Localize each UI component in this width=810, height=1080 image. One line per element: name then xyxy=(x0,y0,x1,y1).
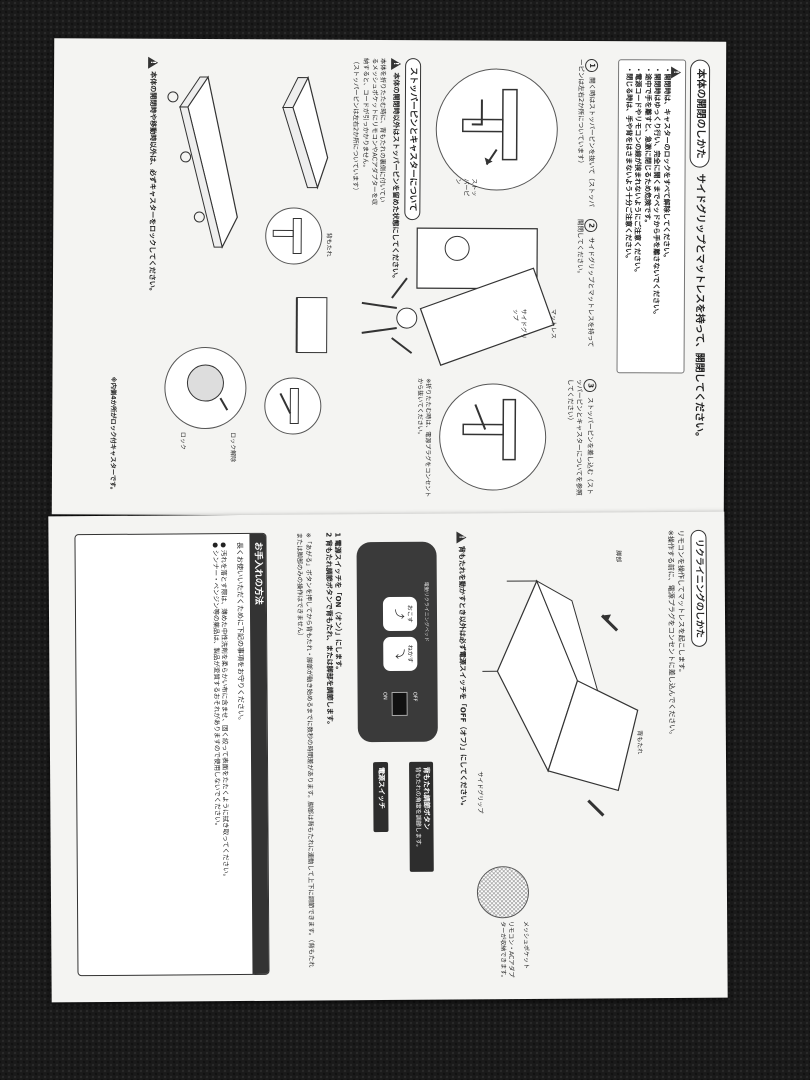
caster-lock-illustration xyxy=(164,346,247,430)
lock-release-label: ロック解除 xyxy=(229,432,237,463)
switch-off-label: OFF xyxy=(411,691,418,702)
stopper-insert-illustration xyxy=(438,383,547,491)
stopper-caster-title: ストッパーピンとキャスターについて xyxy=(404,58,422,221)
mesh-pocket-label: メッシュポケット xyxy=(522,921,530,970)
backrest-label: 背もたれ xyxy=(325,232,333,257)
warning-icon xyxy=(671,66,682,79)
recline-header: リクライニングのしかた xyxy=(690,529,708,647)
warning-icon xyxy=(390,58,401,71)
remote-header: 電動リクライニングベッド xyxy=(422,581,430,642)
step-text: 開く時はストッパーピンを抜いて（ストッパーピンは左右2か所についています） xyxy=(576,58,597,207)
warning-line: ・閉じる時は、手や背をはさまないよう十分ご注意ください。 xyxy=(623,66,633,263)
recline-down-icon: ⤵ xyxy=(393,648,405,659)
caster-warning-row: 本体の開閉時や移動時以外は、必ずキャスターをロックしてください。 xyxy=(145,56,159,497)
step-number: 1 xyxy=(585,59,599,73)
open-close-subtitle: サイドグリップとマットレスを持って、開閉してください。 xyxy=(693,173,706,443)
warning-line: ・開閉時は、キャスターのロックをすべて解除してください。 xyxy=(661,66,671,262)
mesh-pocket-illustration xyxy=(476,866,530,919)
step-1: 1 開く時はストッパーピンを抜いて（ストッパーピンは左右2か所についています） xyxy=(576,59,599,209)
up-button[interactable]: おこす ⤴ xyxy=(382,596,418,632)
step-3: 3 ストッパーピンを差し込む（ストッパーピンとキャスターについてを参照してくださ… xyxy=(565,378,597,499)
stopper-pin-label: ストッパーピン xyxy=(454,178,478,197)
person-opening-bed-illustration xyxy=(357,208,558,369)
power-switch-callout: 電源スイッチ xyxy=(372,761,389,833)
folded-bed-illustration xyxy=(267,67,338,197)
pin-insert-detail-illustration xyxy=(264,377,322,435)
step-text: ストッパーピンを差し込む（ストッパーピンとキャスターについてを参照してください） xyxy=(566,378,595,496)
fold-note: ※折りたたむ時は、電源プラグをコンセントから抜いてください。 xyxy=(416,378,432,498)
care-section: お手入れの方法 長くお使いいただくために下記の事項をお守りください。 ● 汚れを… xyxy=(74,532,270,977)
backrest-button-callout: 背もたれ調節ボタン 背もたれの角度を調節します。 xyxy=(409,761,434,872)
remote-control: 電動リクライニングベッド おこす ⤴ ねかす ⤵ ON OFF xyxy=(356,541,438,743)
mattress-label: マットレス xyxy=(549,308,557,339)
instruction-sheet-bottom: リクライニングのしかた リモコンを操作してマットレスを起こします。 ※操作する前… xyxy=(48,511,728,1003)
side-grip-label-bottom: サイドグリップ xyxy=(476,771,484,814)
recline-title: リクライニングのしかた xyxy=(690,529,708,647)
folded-bed-side-illustration xyxy=(277,287,337,367)
mesh-pocket-note: リモコン・ACアダプターが収納できます。 xyxy=(499,921,515,981)
switch-on-label: ON xyxy=(381,692,388,700)
backrest-label-bottom: 背もたれ xyxy=(635,730,643,755)
stopper-caster-section: ストッパーピンとキャスターについて 本体の開閉時以外はストッパーピンを留めた状態… xyxy=(348,57,422,498)
side-grip-label: サイドグリップ xyxy=(511,308,527,339)
step-number: 2 xyxy=(584,219,598,233)
stopper-text: 本体を折りたたむ時に、背もたれの裏側に付いているメッシュポケットにリモコンやAC… xyxy=(361,57,387,206)
care-title: お手入れの方法 xyxy=(249,533,269,974)
stopper-note: （ストッパーピンは左右2か所についています） xyxy=(351,57,359,194)
move-warning-row: 背もたれを動かすとき以外は必ず電源スイッチを「OFF（オフ）」にしてください。 xyxy=(456,531,470,971)
down-button-label: ねかす xyxy=(406,644,414,663)
recline-intro-note: ※操作する前に、電源プラグをコンセントに差し込んでください。 xyxy=(666,529,676,739)
pin-detail-illustration xyxy=(265,207,323,265)
leg-label: 脚部 xyxy=(614,550,622,563)
down-button[interactable]: ねかす ⤵ xyxy=(383,636,418,672)
button-note: ※「あがる」ボタンを押してから背もたれ・脚部が動き始めるまでに数秒の時間差があり… xyxy=(295,532,315,968)
backrest-button-callout-sub: 背もたれの角度を調節します。 xyxy=(413,766,422,851)
warning-line: ・途中で手を離すと、急激に閉じるため危険です。 xyxy=(642,66,652,227)
step-2: 2 サイドグリップとマットレスを持って開閉してください。 xyxy=(575,218,598,349)
move-warning: 背もたれを動かすとき以外は必ず電源スイッチを「OFF（オフ）」にしてください。 xyxy=(457,545,468,810)
warning-line: ・電源コードやリモコンの線が挟まれないようにご注意ください。 xyxy=(633,66,643,277)
care-item-text: シンナー・ベンジン等の薬品は、製品が変質するおそれがありますので使用しないでくだ… xyxy=(211,549,222,830)
open-bed-casters-illustration xyxy=(157,67,248,257)
stopper-pin-illustration xyxy=(435,68,559,191)
care-lead: 長くお使いいただくために下記の事項をお守りください。 xyxy=(235,542,245,725)
reclining-bed-illustration xyxy=(476,540,658,841)
instructions-list: 1 電源スイッチを「ON（オン）」にします。 2 背もたれ調節ボタンで背もたれ、… xyxy=(323,532,345,972)
step-number: 3 xyxy=(583,379,597,393)
power-switch[interactable] xyxy=(391,691,408,716)
open-close-title: 本体の開閉のしかた xyxy=(690,59,711,168)
warning-icon xyxy=(148,56,159,69)
instruction-sheet-top: 本体の開閉のしかた サイドグリップとマットレスを持って、開閉してください。 ・開… xyxy=(51,38,727,518)
open-close-header: 本体の開閉のしかた サイドグリップとマットレスを持って、開閉してください。 xyxy=(688,59,711,500)
stopper-warning: 本体の開閉時以外はストッパーピンを留めた状態にしてください。 xyxy=(390,72,400,283)
caster-warning: 本体の開閉時や移動時以外は、必ずキャスターをロックしてください。 xyxy=(147,71,158,295)
caster-note: ※内側4か所がロック付キャスターです。 xyxy=(108,376,117,494)
step-text: サイドグリップとマットレスを持って開閉してください。 xyxy=(576,218,596,348)
backrest-button-callout-title: 背もたれ調節ボタン xyxy=(422,766,431,830)
open-close-warning-box: ・開閉時は、キャスターのロックをすべて解除してください。 ・開閉時はゆっくり行い… xyxy=(616,59,687,374)
care-list: ● 汚れを落とす際は、薄めた中性洗剤を柔らかい布に含ませ、固く絞って表面をたたく… xyxy=(210,534,231,974)
warning-icon xyxy=(456,531,467,544)
recline-up-icon: ⤴ xyxy=(392,608,404,619)
lock-label: ロック xyxy=(179,431,187,450)
recline-intro: リモコンを操作してマットレスを起こします。 xyxy=(676,529,686,677)
up-button-label: おこす xyxy=(405,604,414,623)
